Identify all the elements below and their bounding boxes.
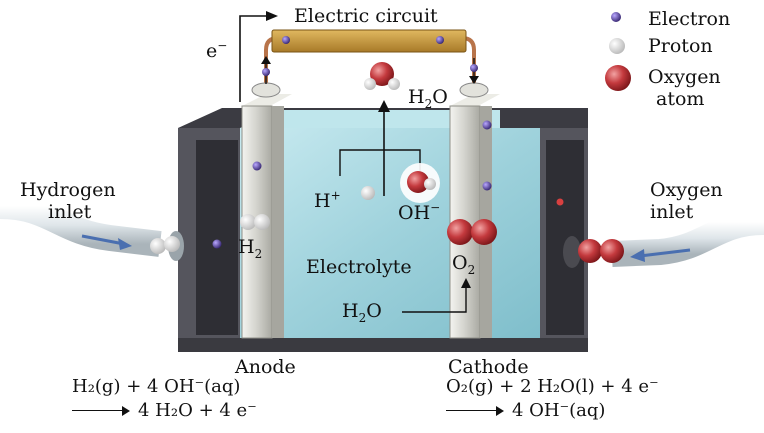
oxygen-inlet-label: inlet — [650, 201, 693, 223]
electron-particle — [262, 68, 270, 76]
hydrogen-gas-label: H2 — [238, 236, 262, 258]
legend-oxygen-label-2: atom — [656, 88, 704, 110]
electron-particle — [436, 36, 444, 44]
legend-electron-icon — [611, 12, 621, 22]
oxygen-inlet-atom — [578, 239, 602, 263]
legend-oxygen-label-1: Oxygen — [648, 66, 721, 88]
electron-particle — [282, 36, 290, 44]
water-hydrogen — [388, 78, 400, 90]
electron-particle — [253, 162, 262, 171]
water-hydrogen — [364, 78, 376, 90]
reaction-arrow — [72, 406, 130, 416]
cathode-reaction-line2: 4 OH⁻(aq) — [446, 400, 605, 421]
electric-circuit-label: Electric circuit — [294, 5, 438, 27]
electron-particle — [213, 240, 222, 249]
electron-particle — [483, 182, 492, 191]
casing-bottom — [178, 338, 588, 352]
electron-particle — [483, 121, 492, 130]
water-up-arrowhead — [378, 100, 390, 112]
anode-mesh — [272, 106, 284, 338]
electron-flow-arrowhead — [266, 11, 278, 21]
hydrogen-molecule-atom — [254, 214, 270, 230]
electrolyte-label: Electrolyte — [306, 256, 412, 278]
hydroxide-ion-label: OH− — [398, 202, 440, 224]
cathode-label: Cathode — [448, 356, 529, 378]
water-bottom-label: H2O — [342, 300, 382, 322]
anode-up-arrowhead — [261, 56, 271, 64]
water-top-label: H2O — [408, 86, 448, 108]
anode-reaction-line2: 4 H₂O + 4 e⁻ — [72, 400, 257, 421]
anode-label: Anode — [235, 356, 296, 378]
reaction-arrow — [446, 406, 504, 416]
casing-right-inner — [546, 140, 584, 335]
legend-oxygen-icon — [605, 65, 631, 91]
casing-left-inner — [196, 140, 238, 335]
electron-label: e− — [206, 40, 227, 62]
hydrogen-inlet-atom — [150, 238, 166, 254]
proton-ion-label: H+ — [314, 190, 341, 212]
hydrogen-inlet-atom — [164, 236, 180, 252]
hydrogen-inlet-label: inlet — [48, 201, 91, 223]
anode-terminal — [252, 83, 280, 97]
oxygen-label: Oxygen — [650, 179, 723, 201]
legend-proton-icon — [609, 38, 625, 54]
hydrogen-label: Hydrogen — [20, 179, 116, 201]
legend-proton-label: Proton — [648, 35, 713, 57]
hydroxide-hydrogen — [424, 178, 436, 190]
proton-particle — [361, 186, 375, 200]
cathode-reaction-line1: O₂(g) + 2 H₂O(l) + 4 e⁻ — [446, 376, 659, 397]
oxygen-inlet-atom — [600, 239, 624, 263]
electron-particle — [470, 64, 478, 72]
cathode-terminal — [460, 83, 488, 97]
oxygen-molecule-atom — [447, 219, 473, 245]
anode-reaction-line1: H₂(g) + 4 OH⁻(aq) — [72, 376, 240, 397]
oxygen-gas-label: O2 — [452, 252, 475, 274]
hydrogen-molecule-atom — [240, 214, 256, 230]
electron-particle — [557, 199, 564, 206]
oxygen-molecule-atom — [471, 219, 497, 245]
legend-electron-label: Electron — [648, 8, 730, 30]
